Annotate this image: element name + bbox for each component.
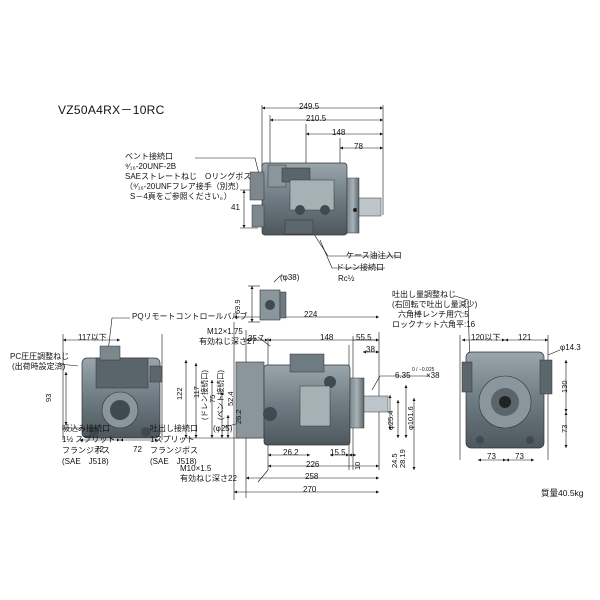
suction-standard: (SAE J518): [62, 457, 109, 466]
dim-72-b: 72: [133, 445, 142, 454]
vent-flare: （⁹⁄₁₆-20UNFフレア接手（別売）: [125, 182, 244, 191]
dim-38: 38: [366, 345, 375, 354]
adjust-direction-note: (右回転で吐出し量減少): [392, 300, 478, 309]
dim-130: 130: [560, 380, 569, 393]
dim-148-front: 148: [320, 333, 334, 342]
dim-249-5: 249.5: [299, 102, 320, 111]
dim-210-5: 210.5: [306, 114, 327, 123]
key-tolerance: 0 / −0.025: [412, 367, 435, 373]
hex-wrench-note: 六角棒レンチ用穴:5: [398, 310, 469, 319]
suction-flange-boss: フランジボス: [62, 446, 110, 455]
dim-120: 120以下: [471, 333, 501, 342]
discharge-flange-size: 1スプリット: [150, 435, 195, 444]
lock-nut-note: ロックナット六角平:16: [392, 320, 476, 329]
dim-10: 10: [353, 461, 362, 470]
phi14-3-label: φ14.3: [560, 343, 581, 352]
mounting-bracket-detail: [259, 289, 287, 321]
shaft-phi25-4: φ25.4: [386, 410, 395, 430]
vent-sae: SAEストレートねじ Oリングボス: [125, 172, 252, 181]
pump-top-view: [249, 162, 382, 236]
phi25-label: (φ25): [213, 424, 233, 433]
drain-port-label: ドレン接続口: [336, 263, 384, 272]
adjust-screw-label: 吐出し量調整ねじ: [392, 290, 456, 299]
phi38-label: (φ38): [280, 273, 300, 282]
m10-thread-label: M10×1.5: [180, 464, 212, 473]
shaft-phi101-6: φ101.6: [406, 406, 415, 430]
dim-226: 226: [306, 460, 320, 469]
case-oil-inlet-label: ケース油注入口: [346, 251, 402, 260]
vent-port-label: ベント接続口: [125, 152, 173, 161]
dim-93: 93: [44, 393, 53, 402]
vent-see-page: S－4頁をご参照ください。）: [130, 192, 232, 201]
model-title: VZ50A4RX－10RC: [58, 103, 165, 117]
m12-thread-label: M12×1.75: [207, 327, 243, 336]
discharge-standard: (SAE J518): [150, 457, 197, 466]
key-length: ×38: [426, 371, 440, 380]
dim-224: 224: [304, 310, 318, 319]
key-width: 6.35: [395, 371, 411, 380]
dim-78: 78: [354, 142, 363, 151]
dim-258: 258: [305, 472, 319, 481]
pump-front-view: [235, 353, 389, 446]
remote-valve-label: PQリモートコントロールバルブ: [132, 312, 248, 321]
m12-depth-label: 有効ねじ深さ27: [199, 337, 256, 346]
dim-270: 270: [303, 485, 317, 494]
dim-73-b: 73: [515, 452, 524, 461]
suction-flange-size: 1½ スプリット: [62, 435, 116, 444]
mass-label: 質量40.5kg: [541, 488, 584, 498]
dim-117-left: 117以下: [78, 333, 107, 342]
dim-41: 41: [231, 203, 240, 212]
dim-73-vertical: 73: [560, 424, 569, 433]
dim-52-4: 52.4: [226, 391, 235, 406]
dim-121: 121: [518, 333, 532, 342]
discharge-port-label: 吐出し接続口: [150, 424, 198, 433]
dim-55-5: 55.5: [356, 333, 372, 342]
suction-port-label: 吸込み接続口: [62, 424, 110, 433]
pc-knob-label: PC圧圧調整ねじ: [10, 352, 70, 361]
dim-122: 122: [175, 387, 184, 400]
dim-73-a: 73: [487, 452, 496, 461]
dim-28-19: 28.19: [398, 449, 407, 468]
pump-right-view: [461, 351, 553, 449]
drain-size-label: Rc½: [338, 274, 355, 283]
dim-15-5: 15.5: [330, 448, 346, 457]
vent-port-note: (ベント接続口): [216, 370, 225, 420]
dim-26-2-vertical: 26.2: [234, 409, 243, 424]
vent-thread: ⁹⁄₁₆-20UNF-2B: [125, 162, 177, 171]
pump-left-view: [81, 345, 163, 439]
pc-knob-note: (出荷時設定済): [12, 362, 66, 371]
dim-35-7: 35.7: [248, 334, 264, 343]
discharge-flange-boss: フランジボス: [150, 446, 198, 455]
dim-72-a: 72: [95, 445, 104, 454]
dim-148-top: 148: [332, 128, 346, 137]
dim-26-2: 26.2: [283, 448, 299, 457]
m10-depth-label: 有効ねじ深さ22: [180, 474, 237, 483]
